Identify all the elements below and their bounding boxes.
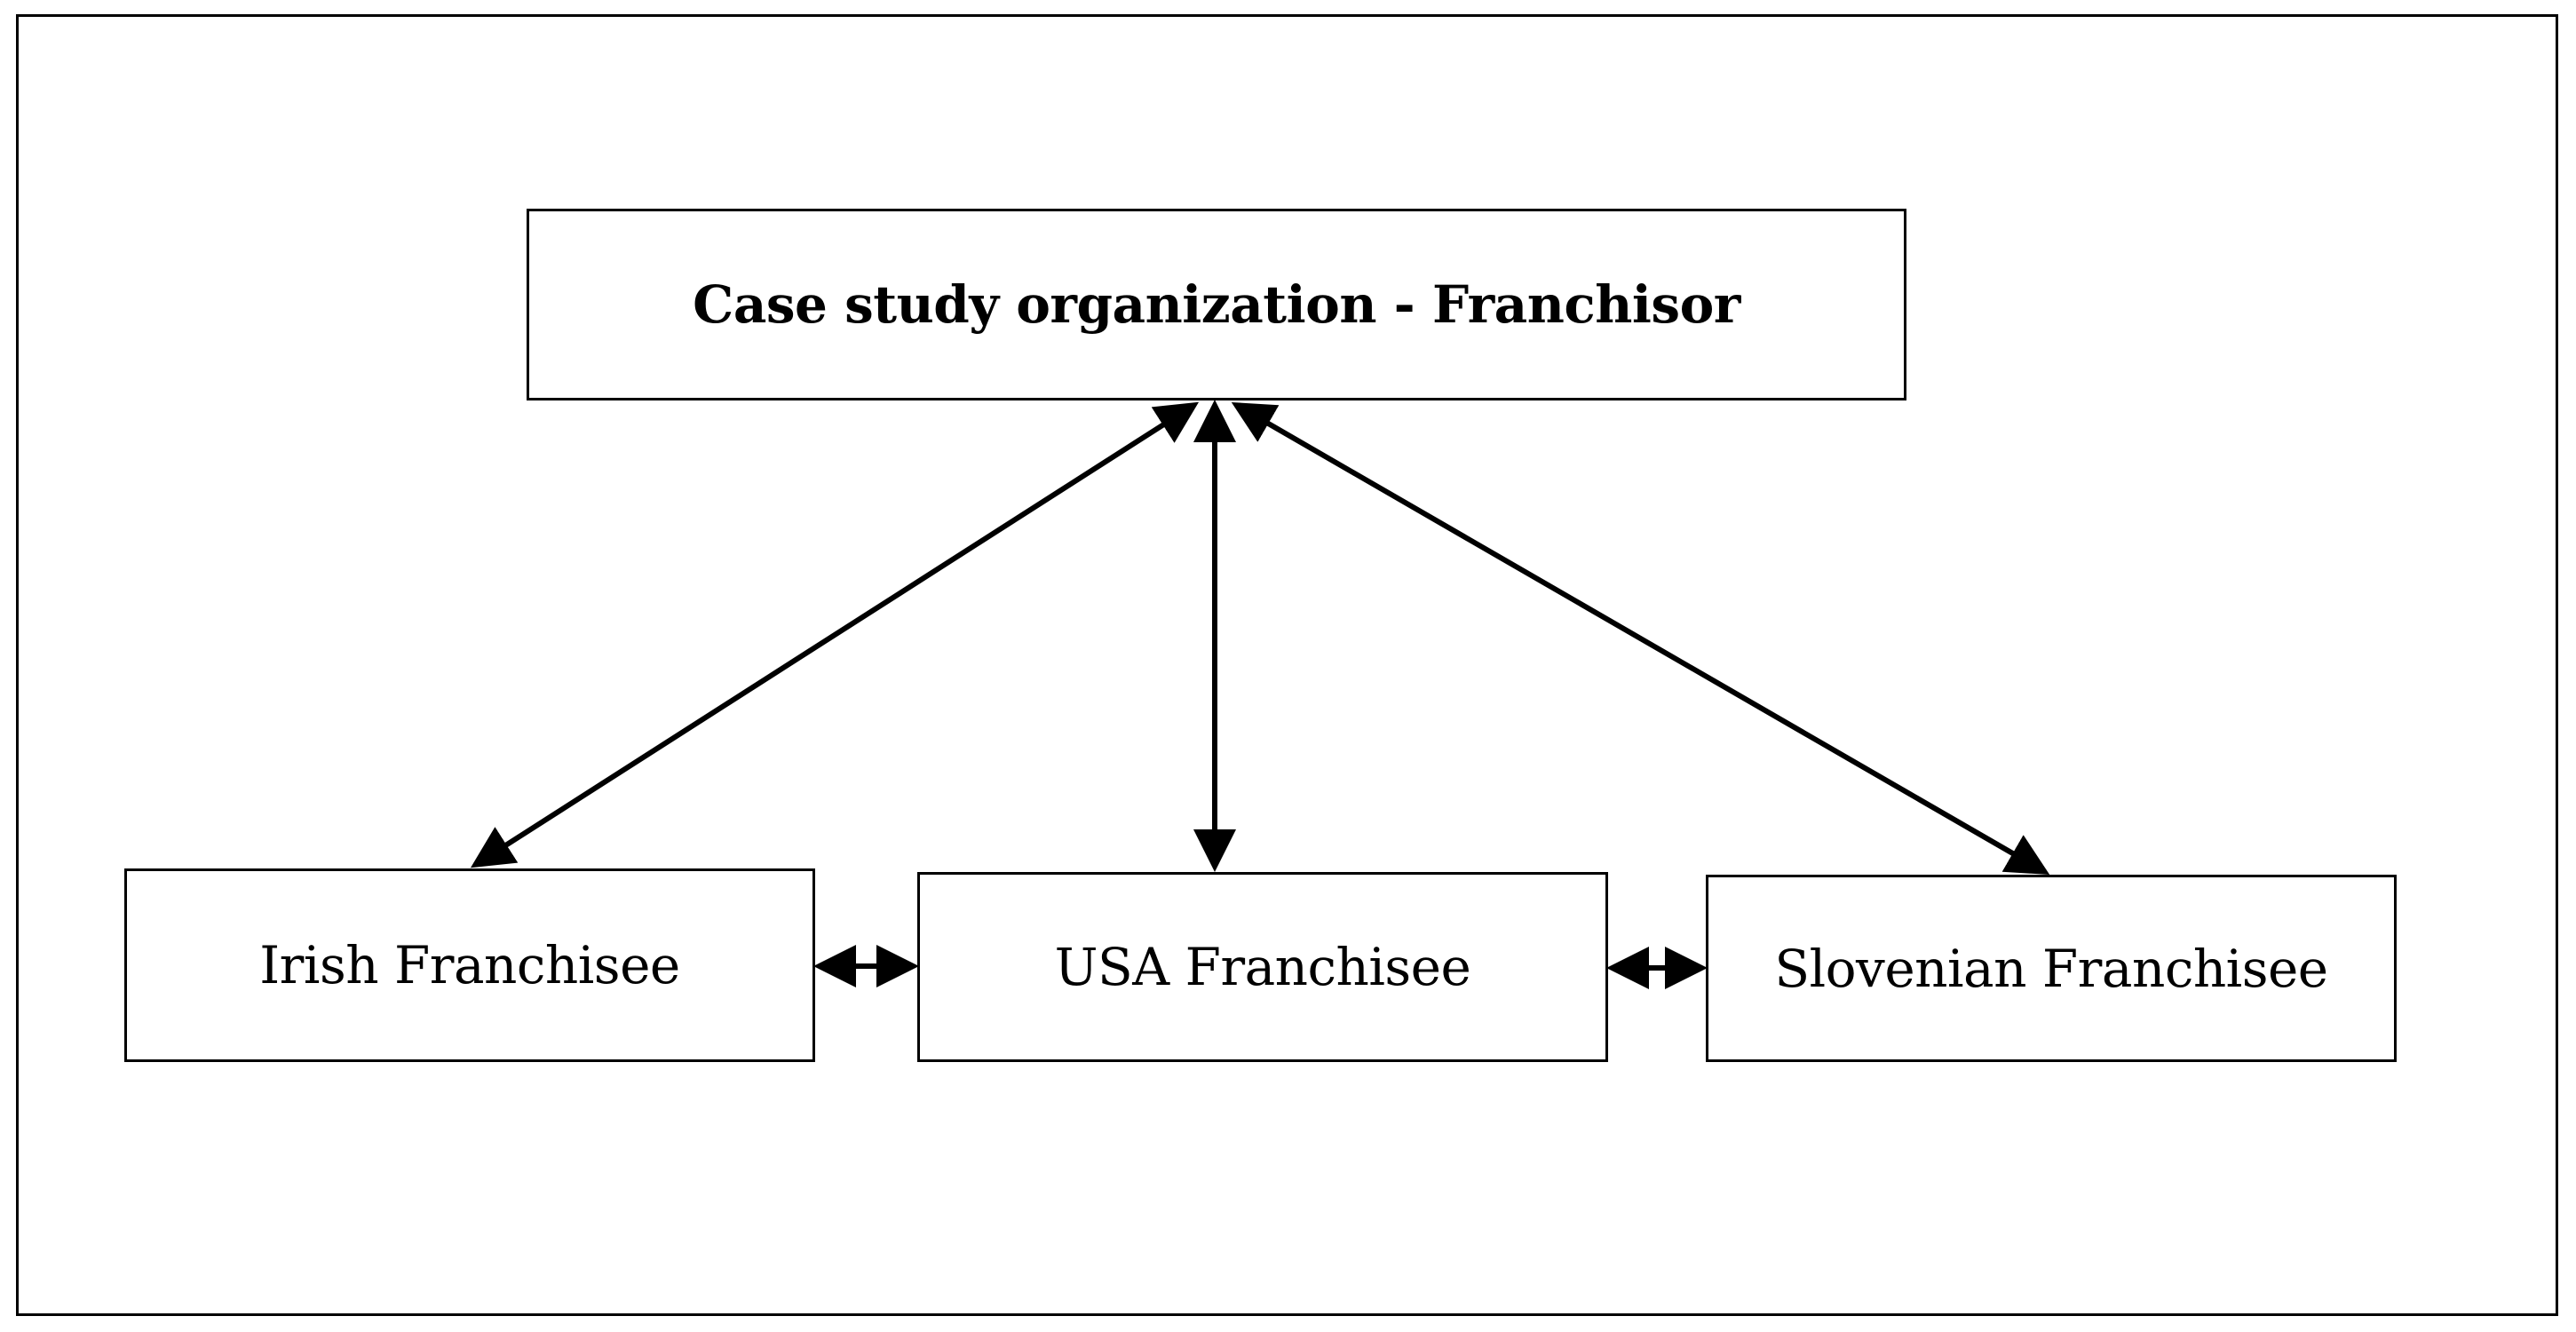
irish-franchisee-label: Irish Franchisee <box>259 935 680 995</box>
diagram-frame <box>16 14 2558 1316</box>
usa-franchisee-box: USA Franchisee <box>917 872 1608 1062</box>
franchisor-box: Case study organization - Franchisor <box>527 209 1906 400</box>
usa-franchisee-label: USA Franchisee <box>1054 937 1471 997</box>
slovenian-franchisee-box: Slovenian Franchisee <box>1706 875 2397 1062</box>
franchisor-label: Case study organization - Franchisor <box>693 274 1740 335</box>
irish-franchisee-box: Irish Franchisee <box>124 868 815 1062</box>
slovenian-franchisee-label: Slovenian Franchisee <box>1774 938 2328 999</box>
